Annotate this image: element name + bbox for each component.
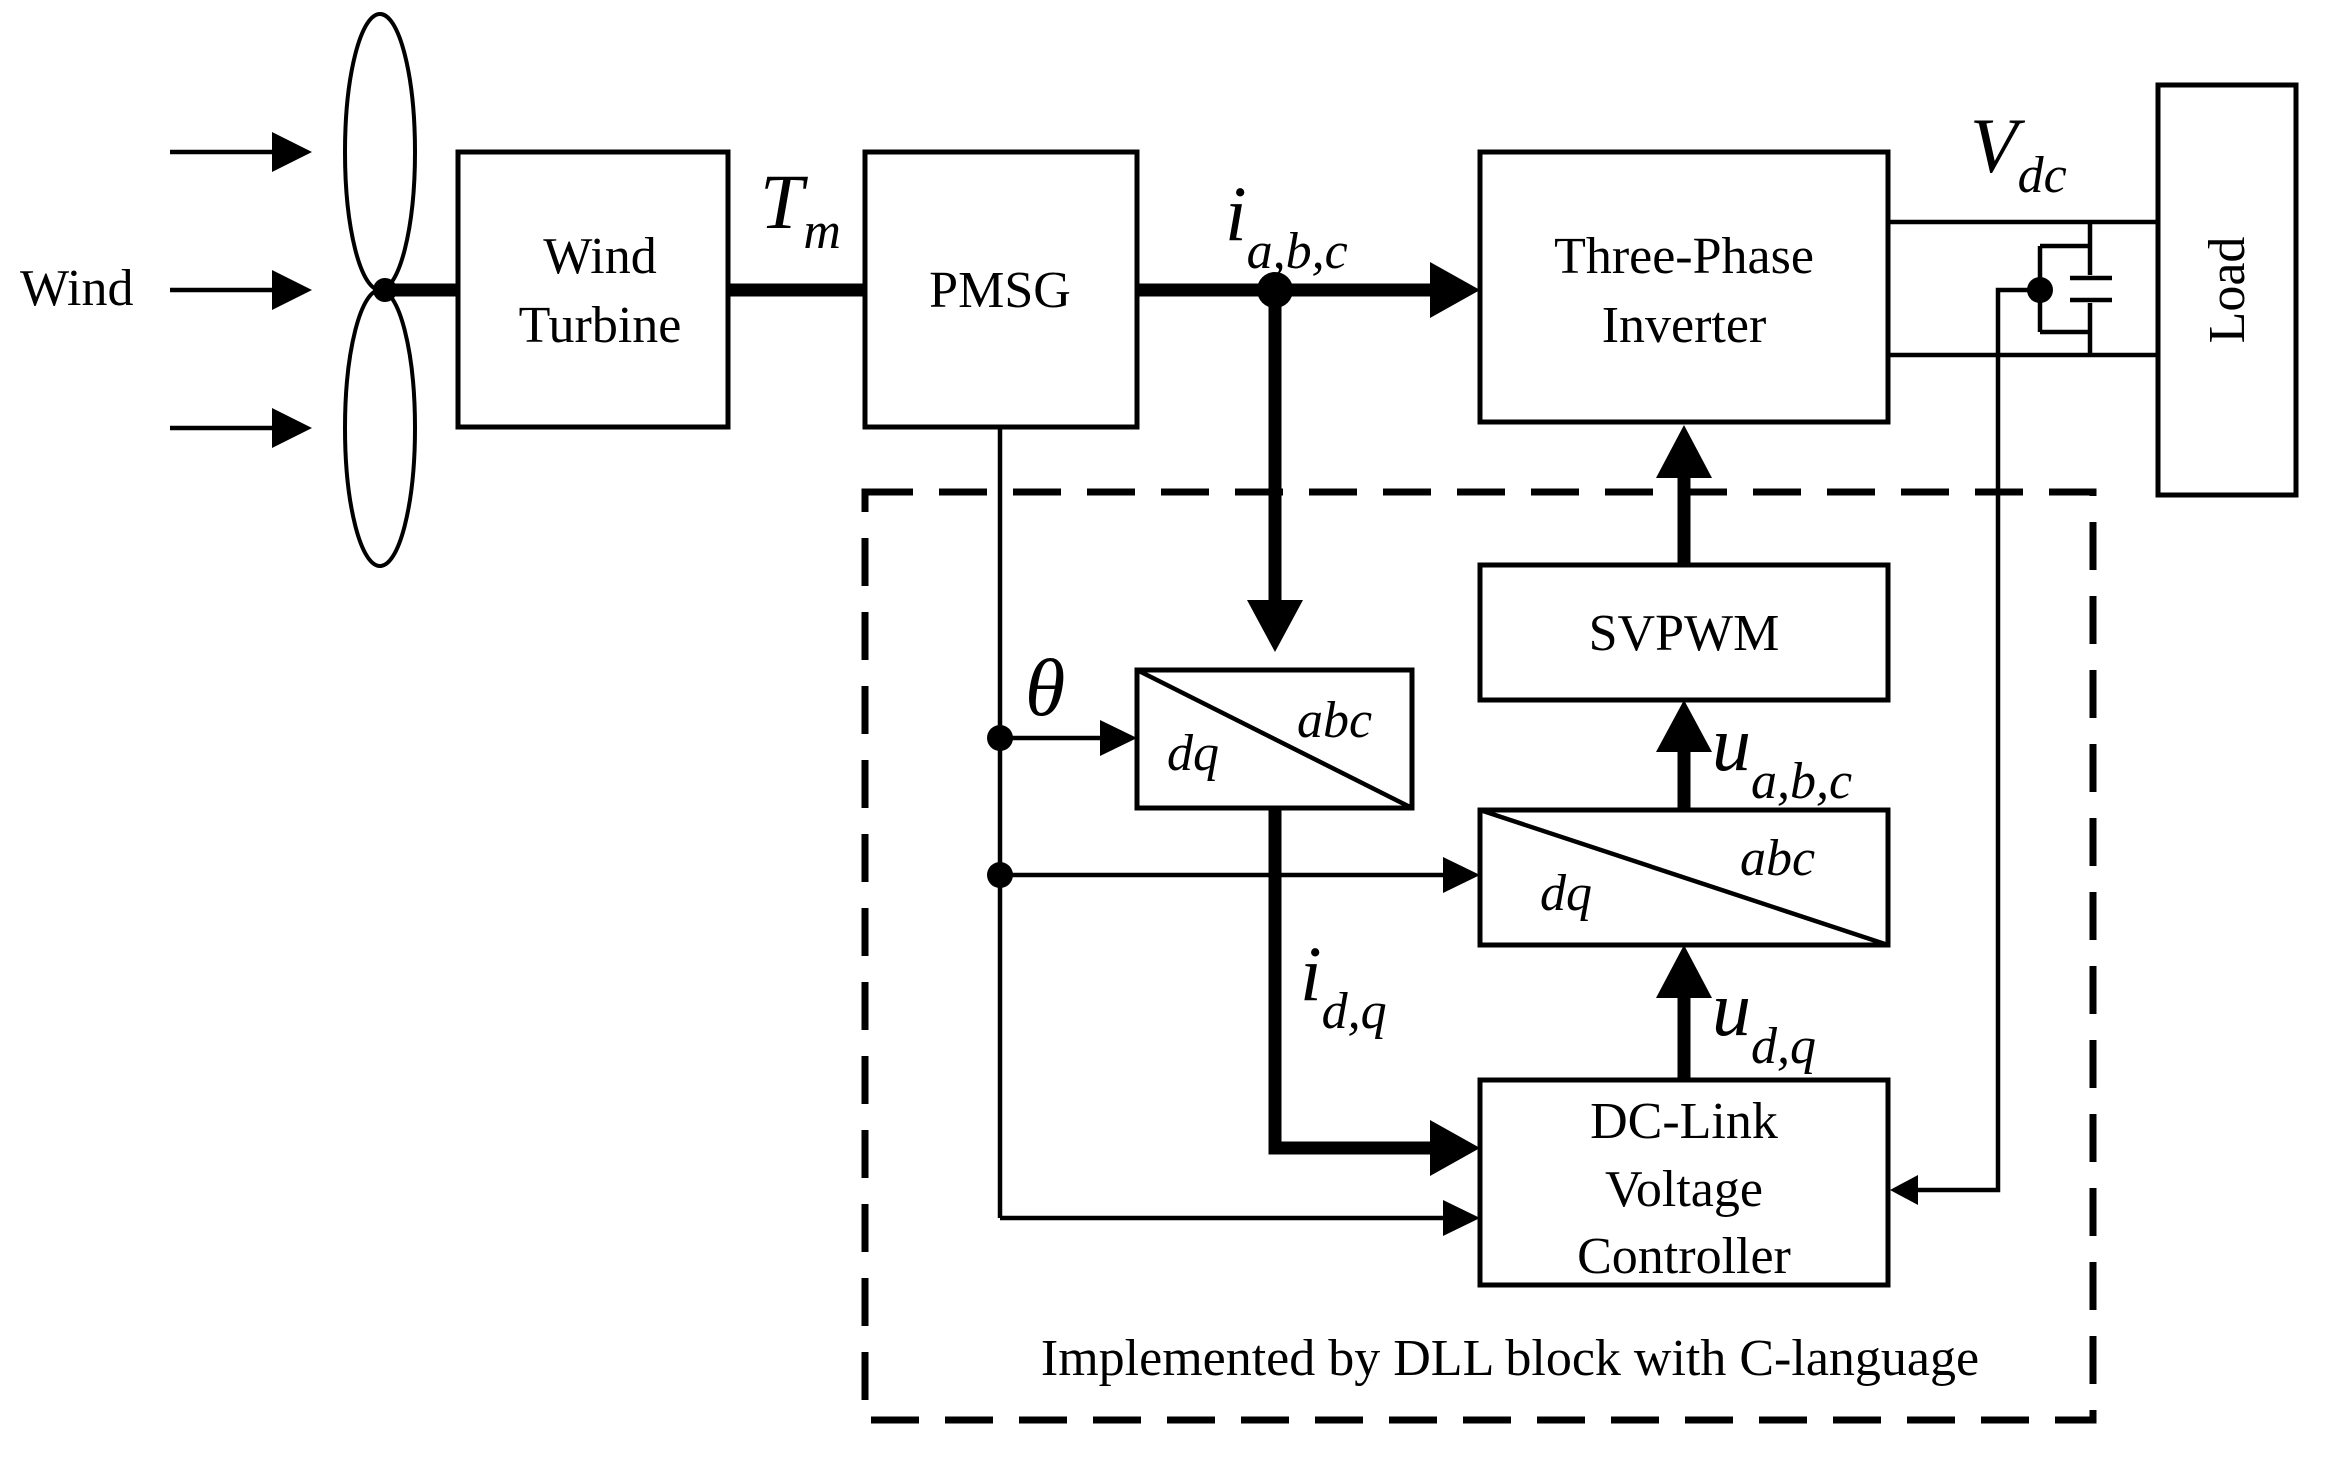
current-arrow-transform (1247, 600, 1303, 652)
tm-label: Tm (760, 158, 841, 260)
dll-region-border (861, 488, 2097, 1424)
dq-abc-2-dq: dq (1540, 865, 1592, 922)
u-abc-arrow (1656, 700, 1712, 752)
u-dq-arrow (1656, 945, 1712, 998)
wind-turbine-label-1: Wind (543, 228, 656, 285)
rotor-blades (343, 12, 417, 568)
wind-turbine-label-2: Turbine (519, 297, 682, 354)
load-label: Load (2199, 237, 2256, 344)
theta-arrow-transform-1 (1100, 720, 1137, 756)
controller-label-1: DC-Link (1590, 1093, 1778, 1150)
dc-link-controller-block (1477, 1077, 1891, 1288)
dll-region-caption: Implemented by DLL block with C-language (1041, 1330, 1979, 1387)
dq-abc-2-abc: abc (1740, 830, 1815, 887)
theta-arrow-transform-2 (1443, 857, 1480, 893)
inverter-label-2: Inverter (1602, 297, 1767, 354)
controller-label-3: Controller (1577, 1228, 1791, 1285)
wind-label: Wind (20, 260, 133, 317)
inverter-label-1: Three-Phase (1554, 228, 1814, 285)
u-abc-label: ua,b,c (1712, 700, 1852, 810)
dq-abc-1-abc: abc (1297, 692, 1372, 749)
svpwm-block (1477, 562, 1891, 703)
svpwm-label: SVPWM (1589, 605, 1780, 662)
vdc-feedback-line (1895, 287, 2040, 1193)
current-arrow-inverter (1430, 262, 1480, 318)
wind-turbine-block (455, 149, 731, 430)
i-abc-label: ia,b,c (1225, 170, 1348, 280)
inverter-block (1477, 149, 1891, 425)
u-dq-label: ud,q (1712, 965, 1816, 1075)
wind-arrows (170, 132, 312, 448)
dq-abc-transform-1-diagonal (1135, 667, 1414, 811)
gating-arrow (1656, 425, 1712, 478)
theta-label: θ (1025, 642, 1065, 733)
controller-label-2: Voltage (1605, 1161, 1763, 1218)
pmsg-label: PMSG (929, 262, 1071, 319)
theta-arrow-controller (1443, 1200, 1480, 1236)
load-block (2155, 82, 2299, 498)
vdc-label: Vdc (1970, 102, 2067, 204)
dq-abc-transform-2-diagonal (1479, 807, 1889, 948)
i-dq-line (1268, 808, 1440, 1155)
i-dq-arrow (1430, 1120, 1480, 1176)
i-dq-label: id,q (1300, 930, 1387, 1040)
vdc-feedback-arrow (1890, 1175, 1918, 1205)
dq-abc-1-dq: dq (1167, 725, 1219, 782)
